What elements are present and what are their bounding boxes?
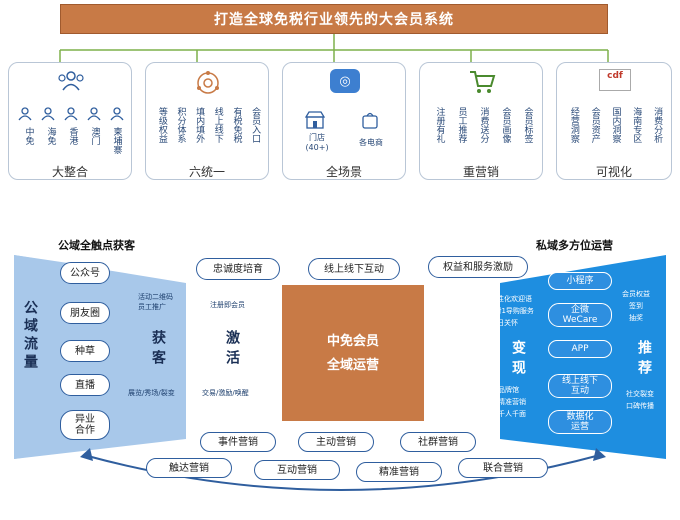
right-pill: 企微 WeCare [548,303,612,327]
card-item: 海南专区 [631,107,642,143]
card-item: 员工推荐 [456,107,467,143]
note: 展览/秀场/裂变 [128,389,175,397]
card-integration: 中免 海免 香港 澳门 柬埔寨 大整合 [8,62,132,180]
card-item: 澳门 [89,127,100,145]
page-title: 打造全球免税行业领先的大会员系统 [60,4,608,34]
center-line2: 全域运营 [326,358,379,373]
card-all-scenarios: ◎ 门店 (40+) 各电商 全场景 [282,62,406,180]
card-item: 经营洞察 [568,107,579,143]
card-label: 全场景 [325,165,362,179]
card-item: 有税免税 [231,107,242,143]
card-item: 国内洞察 [610,107,621,143]
settings-cycle-icon [197,71,219,94]
bottom-pill: 触达营销 [146,458,232,478]
funnel-shapes [14,255,666,491]
right-header: 私域多方位运营 [536,239,613,252]
note: 社交裂变 口碑传播 [626,390,654,410]
bottom-pill: 社群营销 [400,432,476,452]
right-pill: APP [548,340,612,358]
card-item: 柬埔寨 [111,127,122,154]
bottom-pill: 主动营销 [298,432,374,452]
note: 活动二维码 员工推广 [138,293,173,311]
person-icon [87,107,101,121]
card-label: 重营销 [462,165,499,179]
card-item: 香港 [67,127,78,145]
note: 会员权益 签到 抽奖 [622,290,650,322]
center-line1: 中免会员 [326,334,379,349]
bottom-pill: 联合营销 [458,458,548,478]
card-item: 会员资产 [589,107,600,143]
store-icon [305,111,325,129]
big-label: 获客 [150,330,166,370]
card-item: 消费分析 [652,107,663,143]
top-pill: 线上线下互动 [308,258,400,280]
channel-pill: 种草 [60,340,110,362]
card-label: 可视化 [595,165,632,179]
big-label: 激活 [224,330,240,370]
card-item: 积分体系 [175,107,186,143]
channel-pill: 直播 [60,374,110,396]
card-items: 注册有礼 员工推荐 消费送分 会员画像 会员标签 [428,107,538,143]
card-item: 会员画像 [500,107,511,143]
left-header: 公域全触点获客 [58,239,135,252]
card-visualization: cdf 经营洞察 会员资产 国内洞察 海南专区 消费分析 可视化 [556,62,672,180]
card-item: 海免 [45,127,56,145]
shopping-cart-icon [470,71,496,93]
note: 品牌馆 精准营销 千人千面 [498,386,526,418]
note: 注册即会员 [210,301,245,309]
cdf-circle-icon: ◎ [330,69,360,93]
channel-pill: 朋友圈 [60,302,110,324]
channel-pill: 公众号 [60,262,110,284]
connector-lines [59,34,609,62]
card-item: 注册有礼 [434,107,445,143]
top-pill: 权益和服务激励 [428,256,528,278]
person-icons [13,107,129,121]
card-item: 线上线下 [212,107,223,143]
cdf-logo: cdf [599,69,631,91]
card-marketing: 注册有礼 员工推荐 消费送分 会员画像 会员标签 重营销 [419,62,543,180]
big-label: 变现 [510,340,526,380]
bottom-pill: 精准营销 [356,462,442,482]
card-item: 消费送分 [478,107,489,143]
big-label: 推荐 [636,340,652,380]
card-items: 等级权益 积分体系 填内填外 线上线下 有税免税 会员入口 [152,107,264,143]
store-label: 门店 (40+) [305,133,329,152]
card-item: 会员标签 [522,107,533,143]
note: 个性化欢迎语 1对1导购服务 生日关怀 [490,295,534,327]
card-item: 填内填外 [194,107,205,143]
right-pill: 线上线下 互动 [548,374,612,398]
note: 交易/激励/唤醒 [202,389,249,397]
top-pill: 忠诚度培育 [196,258,280,280]
right-pill: 数据化 运营 [548,410,612,434]
card-item: 等级权益 [156,107,167,143]
card-label: 六统一 [188,165,225,179]
card-label: 大整合 [51,165,88,179]
card-item: 中免 [23,127,34,145]
bottom-pill: 事件营销 [200,432,276,452]
ecommerce-label: 各电商 [359,138,383,147]
card-items: 经营洞察 会员资产 国内洞察 海南专区 消费分析 [563,107,667,143]
person-icon [64,107,78,121]
card-unification: 等级权益 积分体系 填内填外 线上线下 有税免税 会员入口 六统一 [145,62,269,180]
right-pill: 小程序 [548,272,612,290]
group-icon [58,71,84,91]
bottom-pill: 互动营销 [254,460,340,480]
shopping-bag-icon [362,112,378,129]
person-icon [41,107,55,121]
channel-pill: 异业 合作 [60,410,110,440]
person-icon [110,107,124,121]
card-items: 中免 海免 香港 澳门 柬埔寨 [17,127,127,154]
person-icon [18,107,32,121]
left-side-label: 公域流量 [22,300,38,372]
card-item: 会员入口 [250,107,261,143]
